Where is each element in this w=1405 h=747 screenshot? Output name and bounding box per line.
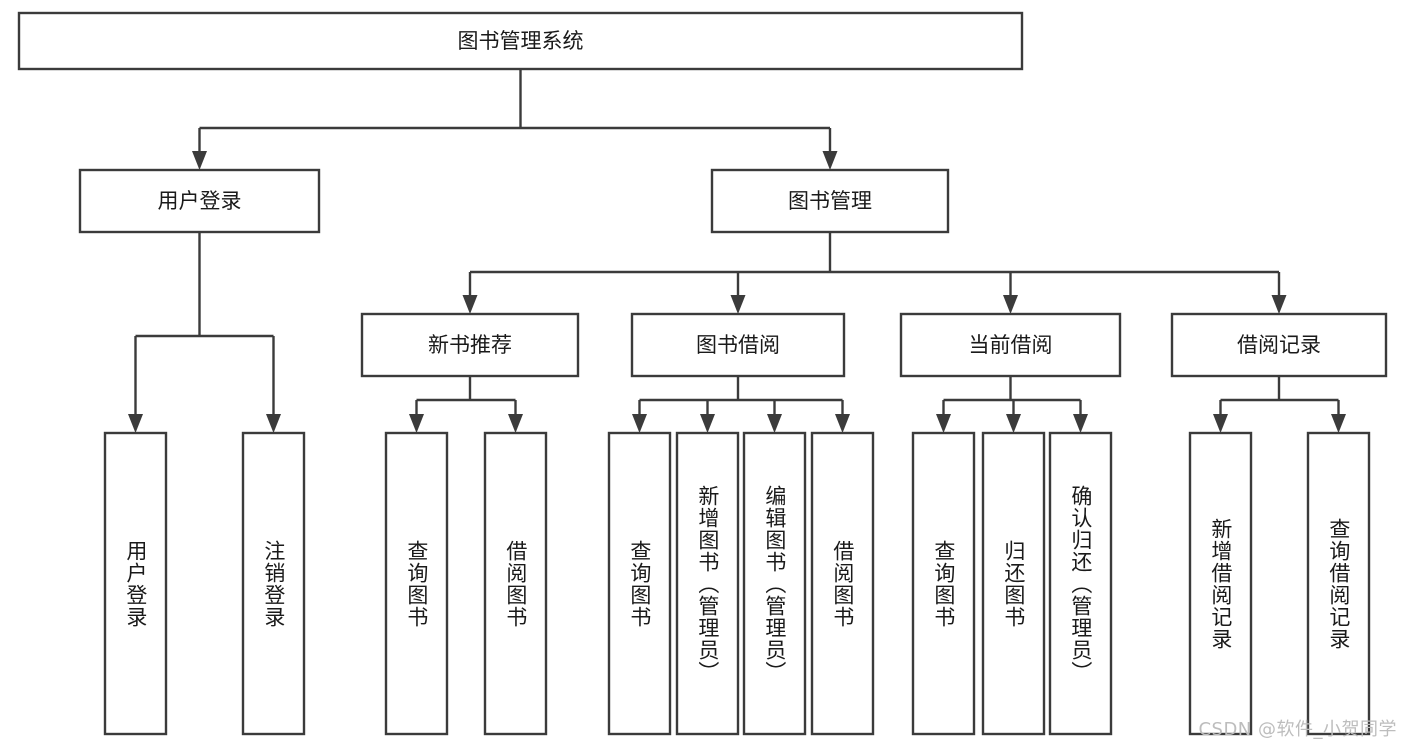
- arrow-head-icon: [192, 151, 207, 170]
- leaf-node-10[interactable]: [1048, 431, 1113, 736]
- level2-node-0[interactable]: 新书推荐: [360, 312, 580, 378]
- leaf-node-4[interactable]: [607, 431, 672, 736]
- root-node-book-management-system[interactable]: 图书管理系统: [17, 11, 1024, 71]
- arrow-head-icon: [700, 414, 715, 433]
- arrow-head-icon: [632, 414, 647, 433]
- connectors-layer: [128, 69, 1346, 433]
- level2-node-2[interactable]: 当前借阅: [899, 312, 1122, 378]
- arrow-head-icon: [1006, 414, 1021, 433]
- level2-node-3[interactable]: 借阅记录: [1170, 312, 1388, 378]
- watermark-text: CSDN @软件_小贺同学: [1198, 719, 1397, 740]
- root-node-book-management-system-label: 图书管理系统: [458, 29, 584, 53]
- level2-node-0-label: 新书推荐: [428, 333, 512, 357]
- arrow-head-icon: [822, 151, 838, 170]
- leaf-node-1[interactable]: [241, 431, 306, 736]
- level2-node-1[interactable]: 图书借阅: [630, 312, 846, 378]
- level1-node-0-label: 用户登录: [158, 189, 242, 213]
- arrow-head-icon: [1073, 414, 1088, 433]
- arrow-head-icon: [835, 414, 850, 433]
- arrow-head-icon: [1271, 295, 1287, 314]
- arrow-head-icon: [730, 295, 746, 314]
- leaf-node-5[interactable]: [675, 431, 740, 736]
- leaf-node-11[interactable]: [1188, 431, 1253, 736]
- arrow-head-icon: [1213, 414, 1228, 433]
- leaf-node-2[interactable]: [384, 431, 449, 736]
- arrow-head-icon: [462, 295, 478, 314]
- level2-node-3-label: 借阅记录: [1237, 333, 1321, 357]
- arrow-head-icon: [1003, 295, 1018, 314]
- arrow-head-icon: [508, 414, 523, 433]
- leaf-node-3[interactable]: [483, 431, 548, 736]
- arrow-head-icon: [767, 414, 782, 433]
- level1-node-1-label: 图书管理: [788, 189, 872, 213]
- arrow-head-icon: [128, 414, 143, 433]
- arrow-head-icon: [266, 414, 281, 433]
- arrow-head-icon: [1331, 414, 1346, 433]
- arrow-head-icon: [409, 414, 424, 433]
- level1-node-0[interactable]: 用户登录: [78, 168, 321, 234]
- leaf-node-6[interactable]: [742, 431, 807, 736]
- leaf-node-7[interactable]: [810, 431, 875, 736]
- level1-node-1[interactable]: 图书管理: [710, 168, 950, 234]
- leaf-node-8[interactable]: [911, 431, 976, 736]
- leaf-node-0[interactable]: [103, 431, 168, 736]
- arrow-head-icon: [936, 414, 951, 433]
- leaf-node-9[interactable]: [981, 431, 1046, 736]
- level2-node-2-label: 当前借阅: [969, 333, 1053, 357]
- level2-node-1-label: 图书借阅: [696, 333, 780, 357]
- leaf-node-12[interactable]: [1306, 431, 1371, 736]
